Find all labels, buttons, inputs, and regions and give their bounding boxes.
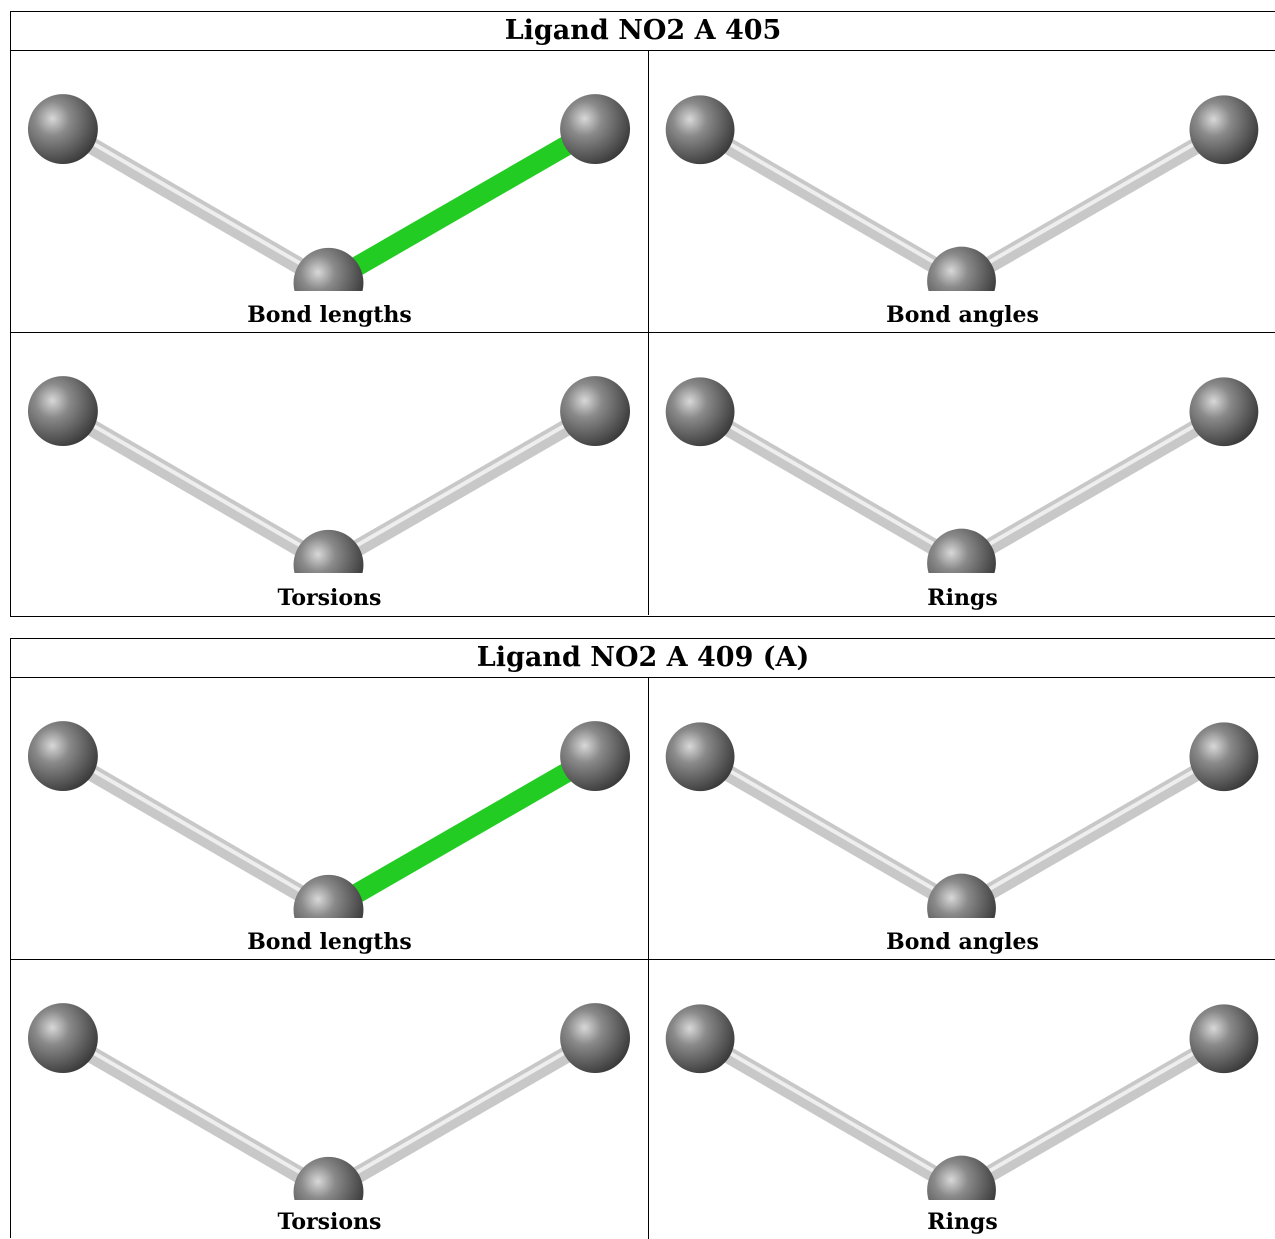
molecule-image — [27, 94, 631, 291]
ligand-title: Ligand NO2 A 409 (A) — [11, 639, 1275, 678]
atom — [560, 721, 631, 792]
highlighted-bond — [323, 747, 601, 918]
bond-highlight-sheen — [960, 125, 1225, 280]
molecule-image — [665, 95, 1259, 291]
atom — [1189, 377, 1259, 447]
atom — [293, 247, 364, 291]
bond-highlight-sheen — [61, 751, 330, 909]
bond-highlight-sheen — [699, 1034, 963, 1189]
panel-label: Torsions — [277, 585, 382, 611]
bond — [324, 1030, 600, 1200]
atom — [560, 376, 631, 447]
atom — [665, 95, 735, 165]
bond-highlight-sheen — [960, 752, 1225, 907]
bond-highlight-sheen — [61, 406, 330, 564]
molecule-image — [665, 722, 1259, 918]
bond-highlight-sheen — [699, 407, 963, 562]
bond-highlight-sheen — [699, 125, 963, 280]
atom — [293, 529, 364, 573]
molecule-image — [665, 1004, 1259, 1200]
panel-label: Rings — [927, 1209, 998, 1235]
bond — [58, 121, 333, 291]
molecule-image — [27, 721, 631, 918]
atom — [27, 376, 98, 447]
bond-highlight-sheen — [960, 1034, 1225, 1189]
bond — [324, 403, 600, 573]
atom — [293, 874, 364, 918]
atom — [27, 94, 98, 165]
molecule-image — [665, 377, 1259, 573]
atom — [665, 722, 735, 792]
bond — [695, 122, 966, 289]
bond-highlight-sheen — [699, 752, 963, 907]
panel-label: Bond angles — [886, 302, 1039, 328]
panel-label: Torsions — [277, 1209, 382, 1235]
panel-label: Rings — [927, 585, 998, 611]
molecule-image — [27, 1003, 631, 1200]
bond — [957, 122, 1229, 289]
panel-label: Bond lengths — [247, 929, 412, 955]
bond — [957, 404, 1229, 571]
molecule-image — [27, 376, 631, 573]
bond-highlight-sheen — [327, 1033, 597, 1191]
ligand-table-2: Ligand NO2 A 409 (A) Bond lengths Bond a… — [10, 638, 1275, 1239]
bond — [695, 749, 966, 916]
atom — [560, 94, 631, 165]
bond-highlight-sheen — [61, 1033, 330, 1191]
atom — [927, 873, 996, 918]
bond — [695, 404, 966, 571]
panel-bond-lengths: Bond lengths — [11, 51, 649, 333]
panel-bond-angles: Bond angles — [649, 678, 1275, 960]
ligand-table-1: Ligand NO2 A 405 Bond lengths Bond angle… — [10, 11, 1275, 617]
atom — [27, 1003, 98, 1074]
atom — [560, 1003, 631, 1074]
atom — [1189, 95, 1259, 165]
panel-rings: Rings — [649, 333, 1275, 615]
panel-torsions: Torsions — [11, 333, 649, 615]
atom — [1189, 1004, 1259, 1074]
bond-highlight-sheen — [61, 124, 330, 282]
panel-bond-angles: Bond angles — [649, 51, 1275, 333]
bond — [58, 1030, 333, 1200]
atom — [293, 1156, 364, 1200]
panel-label: Bond angles — [886, 929, 1039, 955]
bond — [695, 1031, 966, 1198]
panel-torsions: Torsions — [11, 960, 649, 1239]
highlighted-bond — [323, 120, 601, 291]
ligand-title: Ligand NO2 A 405 — [11, 12, 1275, 51]
bond-highlight-sheen — [960, 407, 1225, 562]
panel-bond-lengths: Bond lengths — [11, 678, 649, 960]
bond — [957, 749, 1229, 916]
bond-highlight-sheen — [327, 406, 597, 564]
panel-label: Bond lengths — [247, 302, 412, 328]
bond — [58, 403, 333, 573]
bond — [58, 748, 333, 918]
atom — [1189, 722, 1259, 792]
atom — [927, 528, 996, 573]
atom — [665, 377, 735, 447]
atom — [27, 721, 98, 792]
panel-rings: Rings — [649, 960, 1275, 1239]
atom — [927, 1155, 996, 1200]
atom — [927, 246, 996, 291]
atom — [665, 1004, 735, 1074]
bond — [957, 1031, 1229, 1198]
